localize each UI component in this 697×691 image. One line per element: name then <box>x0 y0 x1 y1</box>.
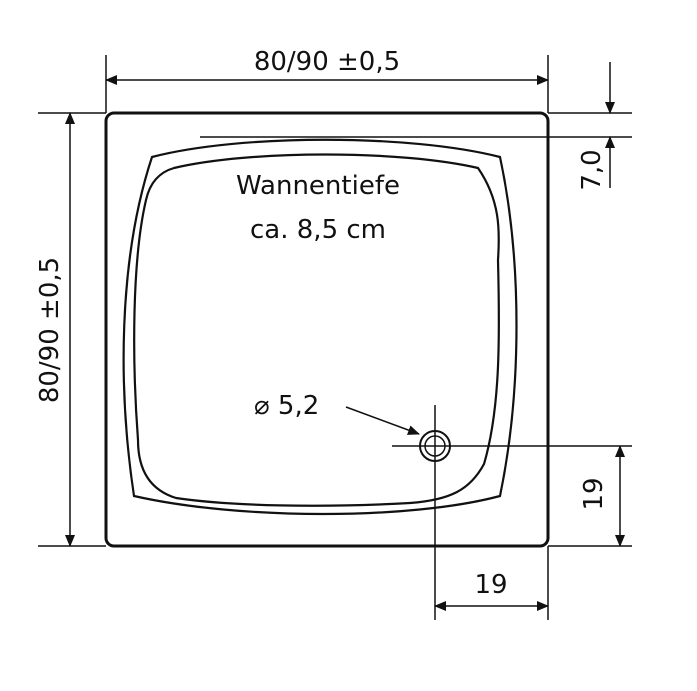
left-dimension-label: 80/90 ±0,5 <box>35 257 65 403</box>
rim-dimension-label: 7,0 <box>577 149 607 190</box>
tray-outline <box>104 111 550 548</box>
depth-label-line2: ca. 8,5 cm <box>250 215 386 245</box>
top-dimension-label: 80/90 ±0,5 <box>254 47 400 77</box>
horizontal-offset-label: 19 <box>474 570 507 600</box>
vertical-offset-label: 19 <box>579 477 609 510</box>
basin-outer-contour <box>122 138 518 516</box>
basin-inner-contour <box>133 153 501 507</box>
drain-diameter-label: ⌀ 5,2 <box>254 391 319 421</box>
depth-label-line1: Wannentiefe <box>236 171 400 201</box>
drain-leader <box>345 406 420 435</box>
